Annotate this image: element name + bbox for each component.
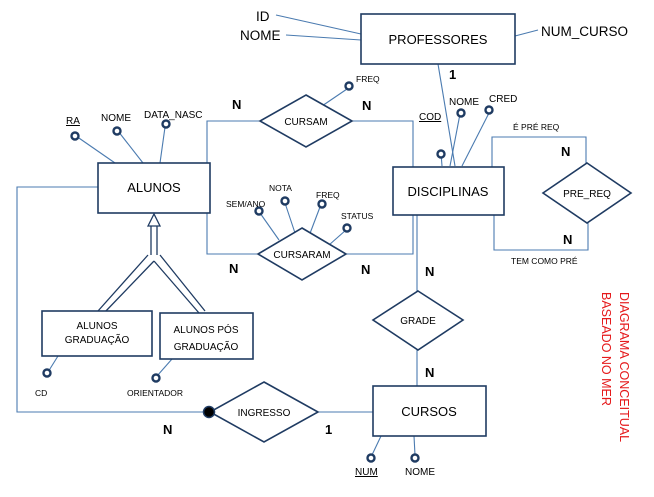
card-ingresso-alunos: N — [163, 422, 172, 437]
attr-id-label: ID — [256, 9, 270, 24]
attr-cred-circle — [484, 105, 494, 115]
attr-nome-disc-label: NOME — [449, 97, 479, 108]
relationship-cursaram: CURSARAM — [256, 227, 348, 281]
attr-num-circle — [366, 453, 376, 463]
entity-alunos-pos-graduacao: ALUNOS PÓS GRADUAÇÃO — [159, 312, 254, 360]
attr-nome-curso-label: NOME — [405, 467, 435, 478]
entity-professores: PROFESSORES — [360, 13, 516, 65]
entity-alunos-graduacao-label-line2: GRADUAÇÃO — [65, 333, 130, 346]
ingresso-marker-dot — [202, 405, 216, 419]
entity-cursos: CURSOS — [372, 385, 487, 437]
attr-num-curso-label: NUM_CURSO — [541, 24, 628, 39]
entity-alunos: ALUNOS — [97, 162, 211, 214]
attr-status-circle — [342, 223, 352, 233]
entity-disciplinas-label: DISCIPLINAS — [408, 184, 489, 199]
relationship-cursaram-label: CURSARAM — [273, 250, 330, 261]
attr-cd-label: CD — [35, 388, 47, 398]
relationship-ingresso: INGRESSO — [202, 381, 320, 443]
attr-freq-cursaram-label: FREQ — [316, 190, 340, 200]
card-grade-cursos: N — [425, 365, 434, 380]
card-cursaram-disc: N — [361, 262, 370, 277]
relationship-grade-label: GRADE — [400, 316, 436, 327]
cardinality-labels: 1 N N N N N N N N N 1 — [163, 67, 572, 437]
diagram-caption: DIAGRAMA CONCEITUAL BASEADO NO MER — [599, 292, 631, 442]
caption-line-2: BASEADO NO MER — [599, 292, 613, 406]
entity-disciplinas: DISCIPLINAS — [392, 166, 505, 216]
attr-sem-ano-circle — [254, 206, 264, 216]
card-grade-disc: N — [425, 264, 434, 279]
role-labels: É PRÉ REQ TEM COMO PRÉ — [511, 122, 578, 266]
attr-nome-prof-label: NOME — [240, 28, 281, 43]
relationship-cursam: CURSAM — [258, 94, 354, 148]
attr-freq-cursaram-circle — [317, 199, 327, 209]
connector-lines — [16, 14, 589, 456]
attr-data-nasc-circle — [161, 119, 171, 129]
attr-cod-circle — [436, 149, 446, 159]
relationship-ingresso-label: INGRESSO — [238, 408, 291, 419]
entity-alunos-graduacao: ALUNOS GRADUAÇÃO — [41, 310, 153, 357]
caption-line-1: DIAGRAMA CONCEITUAL — [617, 292, 631, 442]
attr-orientador-circle — [151, 373, 161, 383]
card-cursam-alunos: N — [232, 97, 241, 112]
role-e-pre-req: É PRÉ REQ — [513, 122, 560, 132]
attribute-labels: ID NOME NUM_CURSO RA NOME DATA_NASC FREQ… — [35, 9, 628, 478]
attr-num-label: NUM — [355, 467, 378, 478]
attr-ra-label: RA — [66, 116, 80, 127]
entity-alunos-pos-graduacao-label-line2: GRADUAÇÃO — [174, 340, 239, 353]
attr-orientador-label: ORIENTADOR — [127, 388, 183, 398]
attr-nome-curso-circle — [410, 453, 420, 463]
attribute-circles — [42, 81, 494, 463]
attr-nota-circle — [280, 196, 290, 206]
relationship-pre-req: PRE_REQ — [541, 162, 633, 224]
specialization-connector — [97, 212, 206, 314]
attr-cod-label: COD — [419, 112, 441, 123]
entity-alunos-graduacao-label-line1: ALUNOS — [76, 321, 117, 332]
card-cursam-disc: N — [362, 98, 371, 113]
entity-professores-label: PROFESSORES — [389, 32, 488, 47]
card-cursaram-alunos: N — [229, 261, 238, 276]
entity-alunos-pos-graduacao-label-line1: ALUNOS PÓS — [173, 323, 238, 336]
attr-nome-aluno-label: NOME — [101, 113, 131, 124]
attr-freq-cursam-circle — [344, 81, 354, 91]
card-ingresso-cursos: 1 — [325, 422, 332, 437]
attr-cred-label: CRED — [489, 94, 517, 105]
entity-cursos-label: CURSOS — [401, 404, 457, 419]
card-prof-disc: 1 — [449, 67, 456, 82]
attr-freq-cursam-label: FREQ — [356, 74, 380, 84]
attr-nota-label: NOTA — [269, 183, 292, 193]
attr-sem-ano-label: SEM/ANO — [226, 199, 266, 209]
attr-nome-aluno-circle — [112, 126, 122, 136]
relationship-grade: GRADE — [371, 290, 465, 351]
attr-data-nasc-label: DATA_NASC — [144, 110, 203, 121]
entity-alunos-label: ALUNOS — [127, 180, 181, 195]
attr-nome-disc-circle — [456, 108, 466, 118]
relationship-cursam-label: CURSAM — [284, 117, 327, 128]
role-tem-como-pre: TEM COMO PRÉ — [511, 256, 578, 266]
card-pre-req-bottom: N — [563, 232, 572, 247]
attr-status-label: STATUS — [341, 211, 374, 221]
relationship-pre-req-label: PRE_REQ — [563, 189, 611, 200]
attr-ra-circle — [70, 131, 80, 141]
attr-cd-circle — [42, 368, 52, 378]
card-pre-req-top: N — [561, 144, 570, 159]
